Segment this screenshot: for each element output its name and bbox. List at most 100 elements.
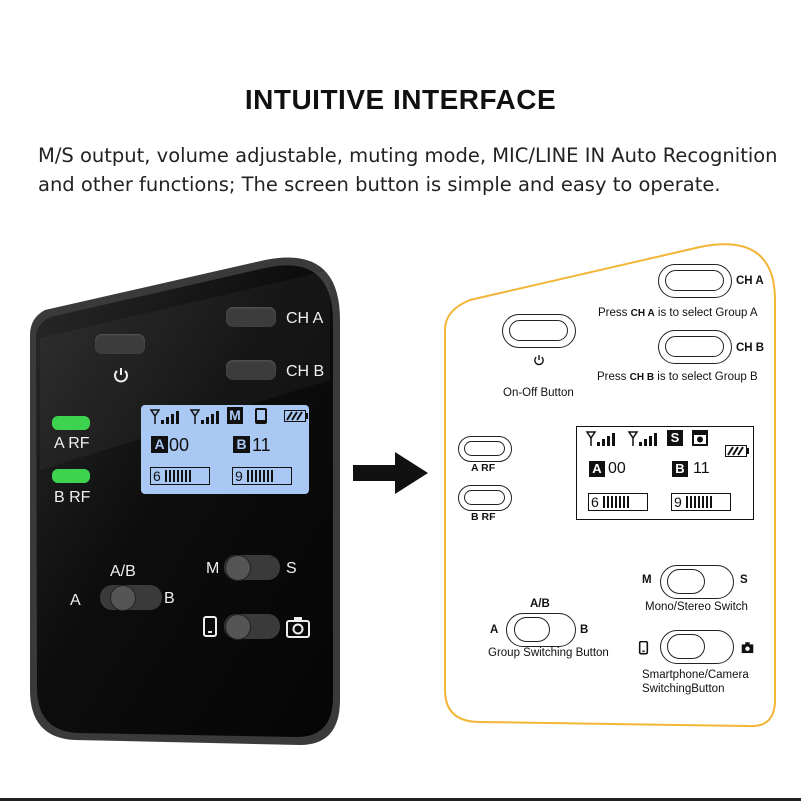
ms-s-label: S xyxy=(286,560,297,577)
b-rf-label: B RF xyxy=(54,489,91,506)
page-title: INTUITIVE INTERFACE xyxy=(244,84,557,115)
ab-switch[interactable] xyxy=(100,585,162,611)
diagram-group-a-badge: A xyxy=(589,461,605,477)
signal-b-icon xyxy=(189,409,219,424)
diagram-camera-icon xyxy=(692,430,708,446)
desc-line-2: and other functions; The screen button i… xyxy=(38,173,721,196)
feature-description: M/S output, volume adjustable, muting mo… xyxy=(38,141,778,199)
ab-label: A/B xyxy=(110,563,136,580)
ab-switch-knob[interactable] xyxy=(110,585,136,611)
device-lcd-screen: M A 00 B 11 6 9 xyxy=(141,405,309,494)
group-b-value: 11 xyxy=(252,435,271,455)
diagram-ch-b-label: CH B xyxy=(736,342,765,354)
power-button[interactable] xyxy=(95,334,145,354)
ch-b-button[interactable] xyxy=(226,360,276,380)
bottom-divider xyxy=(0,798,801,801)
meter-a-value: 6 xyxy=(153,468,161,484)
diagram-b-rf-label: B RF xyxy=(471,511,496,523)
meter-b-bars xyxy=(247,470,273,482)
diagram-meter-b-value: 9 xyxy=(674,494,682,510)
diagram-a-rf-label: A RF xyxy=(471,462,496,474)
diagram-group-b-badge: B xyxy=(672,461,688,477)
diagram-outline xyxy=(444,243,776,728)
diagram-ms-switch-knob[interactable] xyxy=(667,569,705,594)
diagram-ch-a-button[interactable] xyxy=(658,264,732,298)
diagram-b-rf-indicator-inner xyxy=(464,490,505,505)
a-rf-label: A RF xyxy=(54,435,90,452)
camera-icon xyxy=(286,617,310,638)
group-a-badge: A xyxy=(151,436,168,453)
diagram-meter-b-bars xyxy=(686,496,712,508)
press-b-key: CH B xyxy=(629,372,655,383)
signal-a-icon xyxy=(149,409,179,424)
a-rf-led xyxy=(52,416,90,430)
diagram-mode-icon: S xyxy=(667,430,683,446)
b-rf-led xyxy=(52,469,90,483)
diagram-a-rf-indicator-inner xyxy=(464,441,505,456)
battery-icon xyxy=(284,410,308,422)
diagram-camera-small-icon xyxy=(741,642,754,654)
meter-a-bars xyxy=(165,470,191,482)
diagram-ch-a-button-inner xyxy=(665,270,724,291)
diagram-mono-stereo-caption: Mono/Stereo Switch xyxy=(645,601,748,613)
diagram-ab-switch-knob[interactable] xyxy=(514,617,550,642)
diagram-phone-camera-switch[interactable] xyxy=(660,630,734,664)
diagram-ab-a-label: A xyxy=(490,624,499,636)
diagram-signal-b-icon xyxy=(627,431,657,446)
diagram-ab-switch[interactable] xyxy=(506,613,576,647)
diagram-ch-a-label: CH A xyxy=(736,275,764,287)
phone-camera-switch-knob[interactable] xyxy=(225,614,251,640)
diagram-power-button-inner xyxy=(509,320,568,341)
mode-icon: M xyxy=(227,407,243,424)
diagram-press-a-caption: Press CH A is to select Group A xyxy=(598,307,758,319)
diagram-group-b-value: 11 xyxy=(693,460,710,477)
diagram-meter-a: 6 xyxy=(588,493,648,511)
power-icon xyxy=(111,365,131,385)
diagram-phone-camera-caption: Smartphone/Camera SwitchingButton xyxy=(642,668,749,696)
diagram-b-rf-indicator xyxy=(458,485,512,511)
diagram-battery-icon xyxy=(725,445,749,457)
diagram-smartphone-icon xyxy=(638,641,649,655)
diagram-ch-b-button-inner xyxy=(665,336,724,357)
ms-switch-knob[interactable] xyxy=(225,555,251,581)
meter-b-value: 9 xyxy=(235,468,243,484)
smartphone-icon xyxy=(255,408,267,424)
diagram-ms-m-label: M xyxy=(642,574,652,586)
diagram-on-off-caption: On-Off Button xyxy=(503,387,574,399)
diagram-meter-b: 9 xyxy=(671,493,731,511)
ch-b-label: CH B xyxy=(286,363,325,380)
press-b-prefix: Press xyxy=(597,371,627,383)
right-arrow xyxy=(353,452,428,494)
press-a-prefix: Press xyxy=(598,307,628,319)
diagram-ab-label: A/B xyxy=(530,598,550,610)
diagram-group-switch-caption: Group Switching Button xyxy=(488,647,609,659)
diagram-group-a-value: 00 xyxy=(608,460,626,477)
diagram-power-button[interactable] xyxy=(502,314,576,348)
ch-a-label: CH A xyxy=(286,310,324,327)
ms-m-label: M xyxy=(206,560,220,577)
ab-a-label: A xyxy=(70,592,81,609)
diagram-phone-camera-switch-knob[interactable] xyxy=(667,634,705,659)
diagram-power-icon xyxy=(534,355,544,366)
diagram-signal-a-icon xyxy=(585,431,615,446)
group-a-value: 00 xyxy=(169,435,190,455)
diagram-ms-s-label: S xyxy=(740,574,748,586)
diagram-press-b-caption: Press CH B is to select Group B xyxy=(597,371,758,383)
phone-camera-caption-line-1: Smartphone/Camera xyxy=(642,669,749,681)
ms-switch[interactable] xyxy=(224,555,280,581)
ch-a-button[interactable] xyxy=(226,307,276,327)
diagram-meter-a-bars xyxy=(603,496,629,508)
diagram-lcd-screen: S A 00 B 11 6 9 xyxy=(576,426,754,520)
meter-b: 9 xyxy=(232,467,292,485)
phone-camera-switch[interactable] xyxy=(224,614,280,640)
diagram-ch-b-button[interactable] xyxy=(658,330,732,364)
group-b-badge: B xyxy=(233,436,250,453)
press-a-suffix: is to select Group A xyxy=(657,307,758,319)
desc-line-1: M/S output, volume adjustable, muting mo… xyxy=(38,144,778,167)
diagram-a-rf-indicator xyxy=(458,436,512,462)
diagram-ms-switch[interactable] xyxy=(660,565,734,599)
ab-b-label: B xyxy=(164,590,175,607)
press-b-suffix: is to select Group B xyxy=(657,371,758,383)
press-a-key: CH A xyxy=(630,308,655,319)
meter-a: 6 xyxy=(150,467,210,485)
